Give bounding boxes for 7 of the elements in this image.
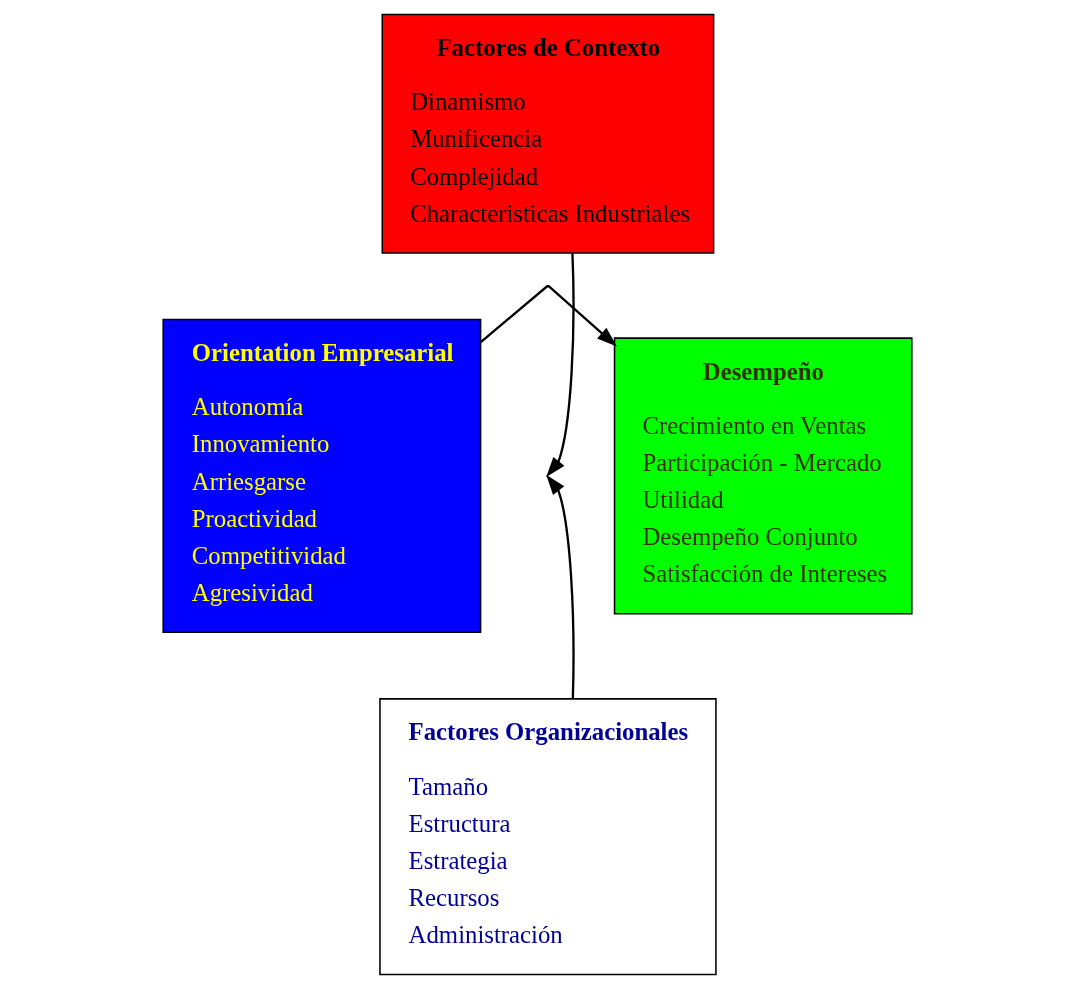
node-box: Factores Organizacionales Tamaño Estructura Estrategia Recursos Administración [379, 698, 717, 976]
arrow [546, 253, 575, 478]
node-box: Desempeño Crecimiento en Ventas Participación - Mercado Utilidad Desempeño Conjunto Satisfacción de Intereses [613, 337, 913, 615]
arrow [480, 285, 617, 347]
arrow [546, 474, 575, 699]
node-box: Factores de Contexto Dinamismo Munificencia Complejidad Characteristicas Industriales [381, 13, 715, 254]
node-box: Orientation Empresarial Autonomía Innovamiento Arriesgarse Proactividad Competitividad Agresividad [162, 318, 482, 634]
